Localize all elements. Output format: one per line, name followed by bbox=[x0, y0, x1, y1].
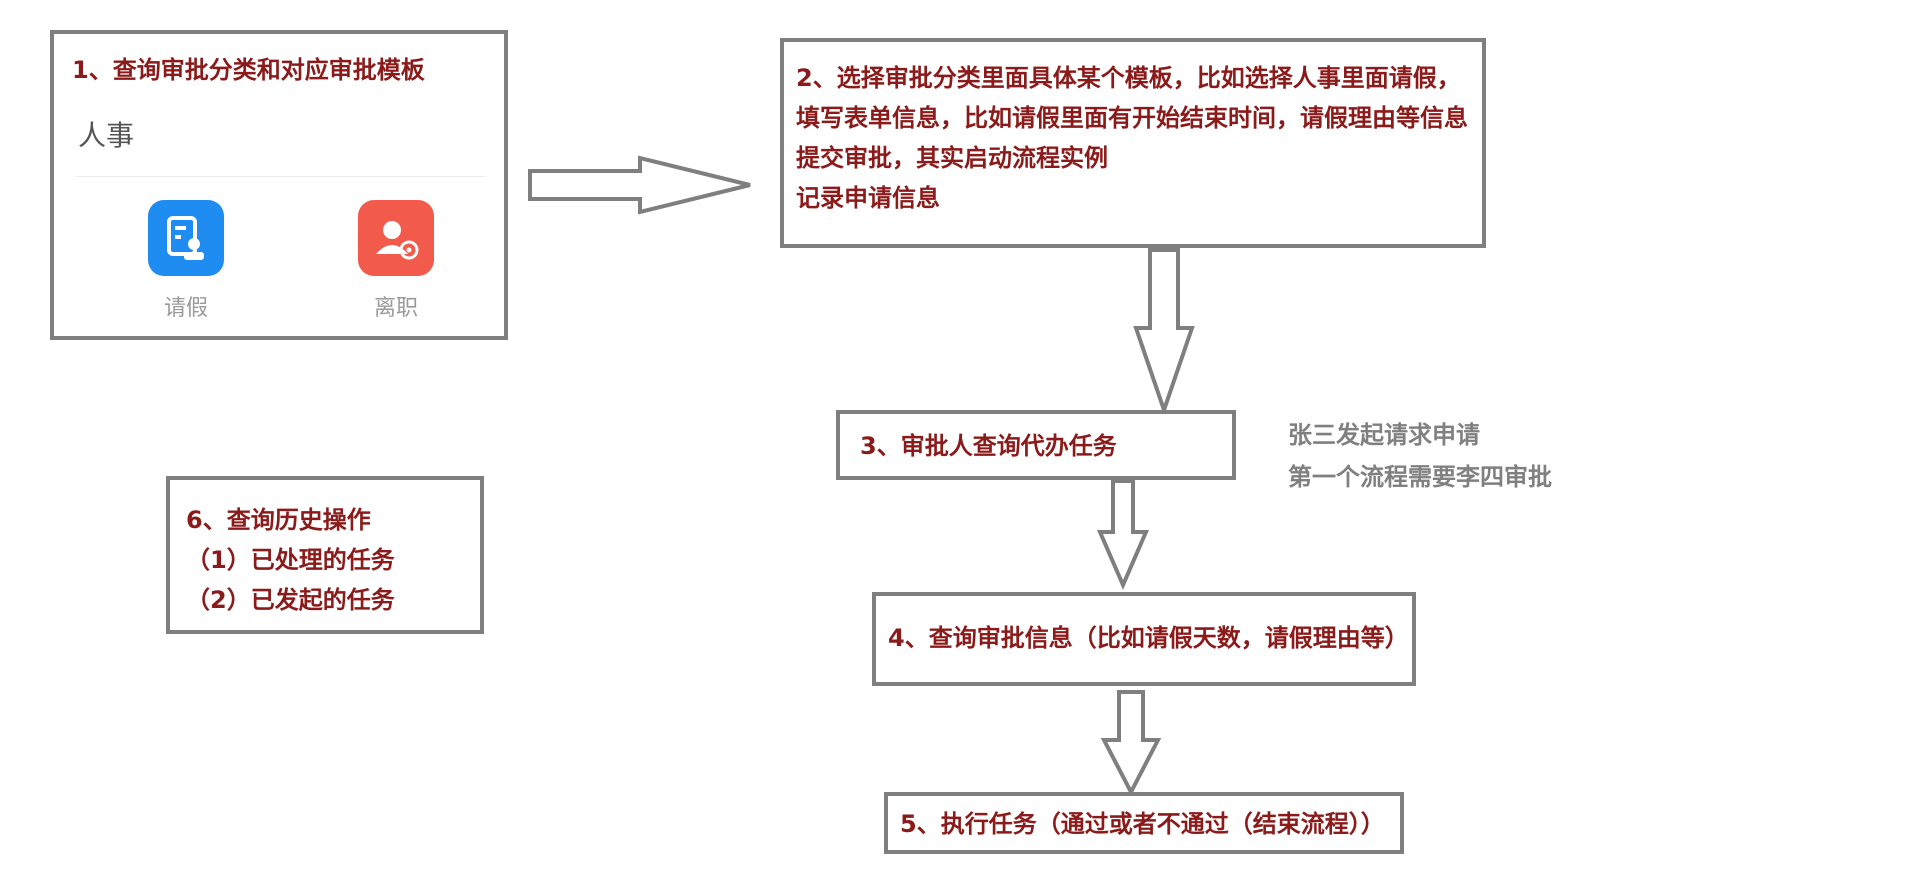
step3-box: 3、审批人查询代办任务 bbox=[836, 410, 1236, 480]
leave-form-icon bbox=[167, 216, 204, 260]
step5-box: 5、执行任务（通过或者不通过（结束流程）） bbox=[884, 792, 1404, 854]
arrow-step3-to-step4 bbox=[1096, 479, 1150, 591]
category-divider bbox=[76, 176, 486, 177]
app-leave-label: 请假 bbox=[163, 296, 208, 321]
step6-line-1: 6、查询历史操作 bbox=[186, 506, 371, 534]
step2-box: 2、选择审批分类里面具体某个模板，比如选择人事里面请假， 填写表单信息，比如请假… bbox=[780, 38, 1486, 248]
app-leave-button[interactable] bbox=[148, 200, 224, 276]
step3-text: 3、审批人查询代办任务 bbox=[860, 432, 1117, 460]
step4-text: 4、查询审批信息（比如请假天数，请假理由等） bbox=[888, 624, 1409, 652]
step2-line-2: 填写表单信息，比如请假里面有开始结束时间，请假理由等信息 bbox=[796, 104, 1468, 132]
arrow-step1-to-step2 bbox=[528, 155, 751, 215]
app-resign-button[interactable] bbox=[358, 200, 434, 276]
resign-user-icon bbox=[376, 221, 419, 260]
step1-box: 1、查询审批分类和对应审批模板 人事 请假 离职 bbox=[50, 30, 508, 340]
step1-title: 1、查询审批分类和对应审批模板 bbox=[72, 56, 425, 84]
step6-line-2: （1）已处理的任务 bbox=[186, 546, 395, 574]
category-label: 人事 bbox=[78, 119, 135, 152]
step2-line-1: 2、选择审批分类里面具体某个模板，比如选择人事里面请假， bbox=[796, 64, 1461, 92]
app-resign-label: 离职 bbox=[373, 296, 418, 321]
arrow-step2-to-step3 bbox=[1133, 248, 1195, 417]
step6-box: 6、查询历史操作 （1）已处理的任务 （2）已发起的任务 bbox=[166, 476, 484, 634]
note-line-1: 张三发起请求申请 bbox=[1288, 421, 1480, 449]
step6-line-3: （2）已发起的任务 bbox=[186, 586, 395, 614]
arrow-step4-to-step5 bbox=[1100, 690, 1162, 797]
note-line-2: 第一个流程需要李四审批 bbox=[1288, 463, 1552, 491]
step2-line-3: 提交审批，其实启动流程实例 bbox=[796, 144, 1108, 172]
step4-box: 4、查询审批信息（比如请假天数，请假理由等） bbox=[872, 592, 1416, 686]
step2-line-4: 记录申请信息 bbox=[796, 184, 940, 212]
step5-text: 5、执行任务（通过或者不通过（结束流程）） bbox=[900, 810, 1385, 838]
step3-note: 张三发起请求申请 第一个流程需要李四审批 bbox=[1288, 414, 1552, 498]
